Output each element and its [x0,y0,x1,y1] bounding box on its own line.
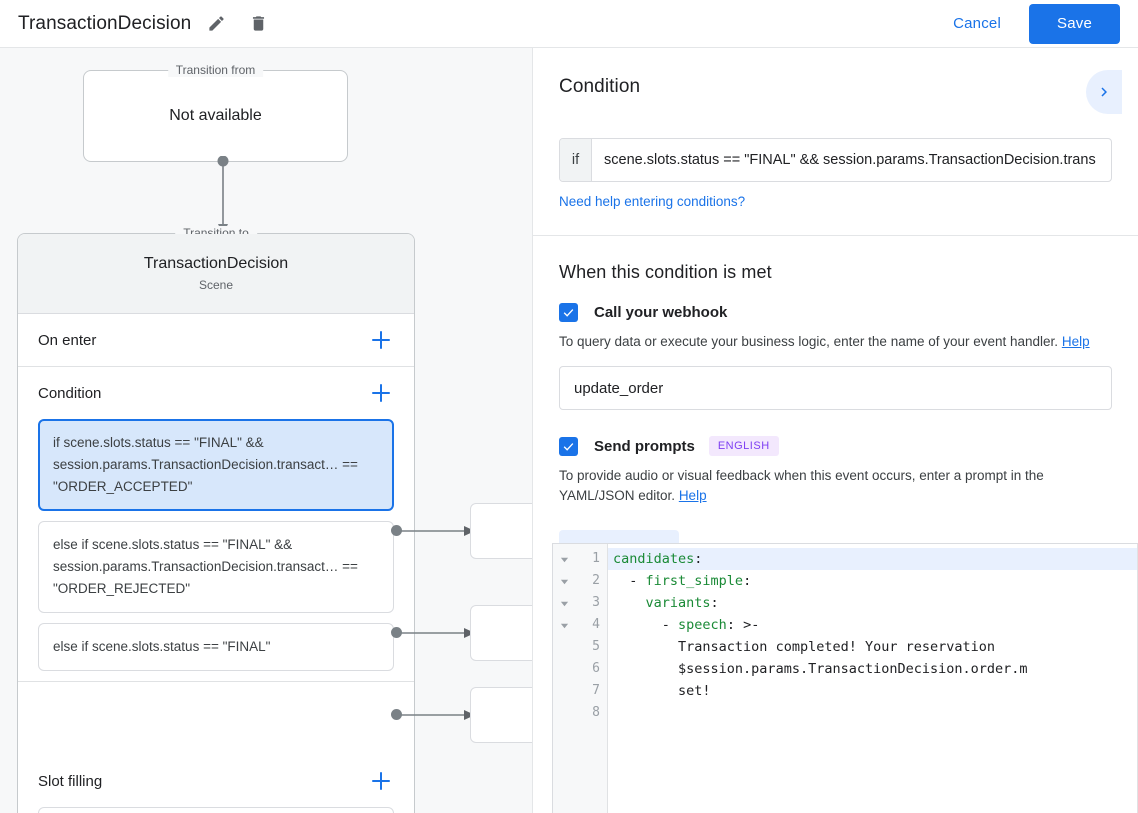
line-number: 8 [592,705,600,720]
chevron-right-icon-glyph [1101,87,1107,97]
scene-name: TransactionDecision [143,255,289,272]
section-condition: Condition if scene.slots.status == "FINA… [18,367,414,682]
line-number: 1 [592,551,600,566]
webhook-description-text: To query data or execute your business l… [559,334,1059,349]
code-line[interactable] [608,702,1138,724]
fold-toggle-icon[interactable] [553,614,575,636]
fold-spacer [553,702,575,724]
cancel-button[interactable]: Cancel [939,7,1015,40]
target-node-1[interactable] [470,503,532,559]
webhook-help-link[interactable]: Help [1061,334,1090,349]
send-prompts-label: Send prompts [594,437,695,455]
line-number: 3 [592,595,600,610]
edge-dot-3 [391,709,402,720]
top-bar: TransactionDecision Cancel Save [0,0,1138,48]
conditions-help-link[interactable]: Need help entering conditions? [559,194,746,209]
add-slot-filling-button[interactable] [368,768,394,794]
webhook-description: To query data or execute your business l… [559,332,1112,352]
line-number: 5 [592,639,600,654]
if-prefix-label: if [560,139,592,181]
save-button[interactable]: Save [1029,3,1120,44]
fold-toggle-icon[interactable] [553,548,575,570]
scene-header[interactable]: TransactionDecision Scene [18,234,414,314]
line-number: 6 [592,661,600,676]
condition-heading: Condition [559,76,641,97]
scene-type: Scene [198,278,234,292]
scene-canvas[interactable]: Transition from Not available Transition… [0,48,532,813]
code-line[interactable]: candidates: [608,548,1138,570]
line-number: 2 [592,573,600,588]
condition-header-row: Condition [559,48,1122,114]
transition-from-legend: Transition from [167,63,264,77]
line-number: 4 [592,617,600,632]
fold-toggle-icon[interactable] [553,570,575,592]
condition-card-order-accepted[interactable]: if scene.slots.status == "FINAL" && sess… [38,419,394,511]
target-node-2[interactable] [470,605,532,661]
editor-code-area[interactable]: candidates: - first_simple: variants: - … [608,544,1138,813]
page-title: TransactionDecision [18,12,192,34]
code-line[interactable]: - first_simple: [629,573,752,589]
section-on-enter: On enter [18,314,414,367]
code-line[interactable]: - speech: >- [661,617,760,633]
yaml-editor[interactable]: 1 2 3 4 5 6 7 8 candidates: - first_simple: var… [552,543,1138,813]
when-met-heading: When this condition is met [559,262,772,282]
webhook-check-row: Call your webhook [559,303,1112,322]
editor-fold-column [553,544,575,813]
send-prompts-checkbox[interactable] [559,436,578,456]
chevron-right-icon[interactable] [1086,70,1122,114]
language-badge: ENGLISH [708,436,779,456]
prompts-check-row: Send prompts ENGLISH [559,436,1112,456]
condition-input-row[interactable]: if [559,138,1112,182]
code-line[interactable]: set! [678,683,711,699]
prompts-help-link[interactable]: Help [678,488,707,503]
fold-spacer [553,636,575,658]
trash-icon-glyph [252,16,264,31]
edge-dot-1 [391,525,402,536]
divider [18,681,414,682]
call-webhook-label: Call your webhook [594,304,728,321]
slot-validation-card[interactable]: Slot validation [38,807,394,813]
transition-to-card: Transition to TransactionDecision Scene … [17,226,415,813]
slot-filling-header: Slot filling [18,755,414,807]
slot-filling-title: Slot filling [38,772,103,790]
checkmark-icon [563,442,574,451]
trash-icon[interactable] [241,7,275,41]
pencil-icon[interactable] [199,7,233,41]
when-met-section: When this condition is met Call your web… [533,236,1138,566]
panel-divider [533,235,1138,236]
code-line[interactable]: $session.params.TransactionDecision.orde… [678,661,1028,677]
target-node-3[interactable] [470,687,532,743]
call-webhook-checkbox[interactable] [559,303,578,322]
prompts-description: To provide audio or visual feedback when… [559,466,1112,506]
fold-toggle-icon[interactable] [553,592,575,614]
canvas-inner: Transition from Not available Transition… [0,48,532,813]
event-handler-input[interactable] [559,366,1112,410]
condition-input[interactable] [592,139,1111,181]
fold-spacer [553,658,575,680]
section-slot-filling: Slot filling Slot validation [18,755,414,813]
add-condition-button[interactable] [368,380,394,406]
on-enter-title: On enter [38,331,97,349]
condition-card-final[interactable]: else if scene.slots.status == "FINAL" [38,623,394,671]
edge-dot-2 [391,627,402,638]
divider [18,366,414,367]
transition-from-card[interactable]: Transition from Not available [83,63,348,162]
condition-title: Condition [38,384,102,402]
line-number: 7 [592,683,600,698]
prompts-description-text: To provide audio or visual feedback when… [559,468,1044,503]
code-line[interactable]: variants: [645,595,719,611]
condition-section: Condition if Need help entering conditio… [533,48,1138,211]
on-enter-header: On enter [18,314,414,366]
code-line[interactable]: Transaction completed! Your reservation [678,639,996,655]
pencil-icon-glyph [209,16,224,31]
transition-from-value: Not available [169,107,262,124]
editor-line-numbers: 1 2 3 4 5 6 7 8 [575,544,608,813]
transition-connector-arrow [217,156,229,235]
checkmark-icon [563,309,574,317]
condition-card-order-rejected[interactable]: else if scene.slots.status == "FINAL" &&… [38,521,394,613]
add-on-enter-button[interactable] [368,327,394,353]
fold-spacer [553,680,575,702]
condition-header: Condition [18,367,414,419]
